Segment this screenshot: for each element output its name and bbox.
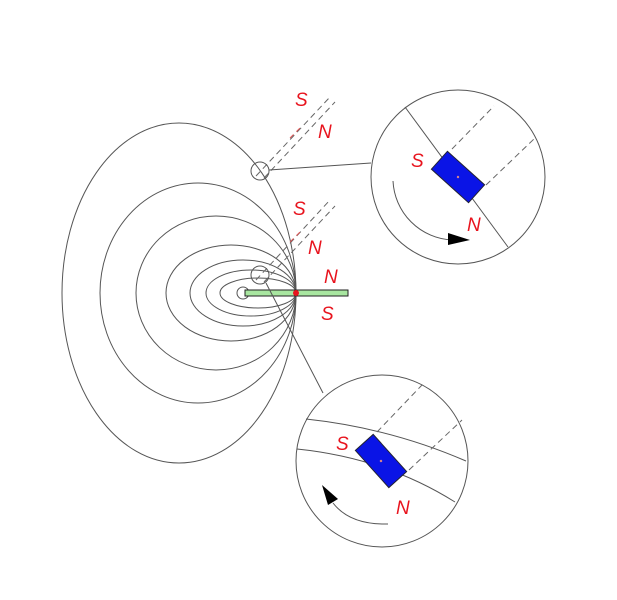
rotation-arrow-clockwise xyxy=(392,180,453,241)
magnifier-top xyxy=(370,89,546,265)
arrowhead-icon xyxy=(448,233,470,245)
upper-compass-n-label: N xyxy=(318,122,332,143)
magnifier-bottom xyxy=(295,374,469,548)
magnifier-connector-top xyxy=(268,162,372,171)
compass-needle-top xyxy=(430,150,486,204)
magnifier-top-n-label: N xyxy=(467,215,481,236)
arrowhead-icon xyxy=(322,485,338,505)
middle-compass-n-label: N xyxy=(308,238,322,259)
magnifier-bottom-n-label: N xyxy=(396,498,410,519)
probe-circle-upper[interactable] xyxy=(250,161,270,181)
rotation-arrow-counterclockwise xyxy=(332,502,389,525)
bar-magnet-center xyxy=(293,290,299,296)
magnifier-bottom-s-label: S xyxy=(336,434,349,455)
compass-trace-upper xyxy=(250,96,336,181)
bar-magnet-s-label: S xyxy=(321,304,334,325)
magnifier-connector-bottom xyxy=(265,282,324,394)
middle-compass-s-label: S xyxy=(293,199,306,220)
compass-trace-middle xyxy=(250,199,336,285)
probe-circle-middle[interactable] xyxy=(250,265,270,285)
bar-magnet-n-label: N xyxy=(324,267,338,288)
compass-needle-bottom xyxy=(354,433,408,489)
magnifier-top-s-label: S xyxy=(411,151,424,172)
upper-compass-s-label: S xyxy=(295,90,308,111)
bar-magnet[interactable] xyxy=(244,289,349,297)
